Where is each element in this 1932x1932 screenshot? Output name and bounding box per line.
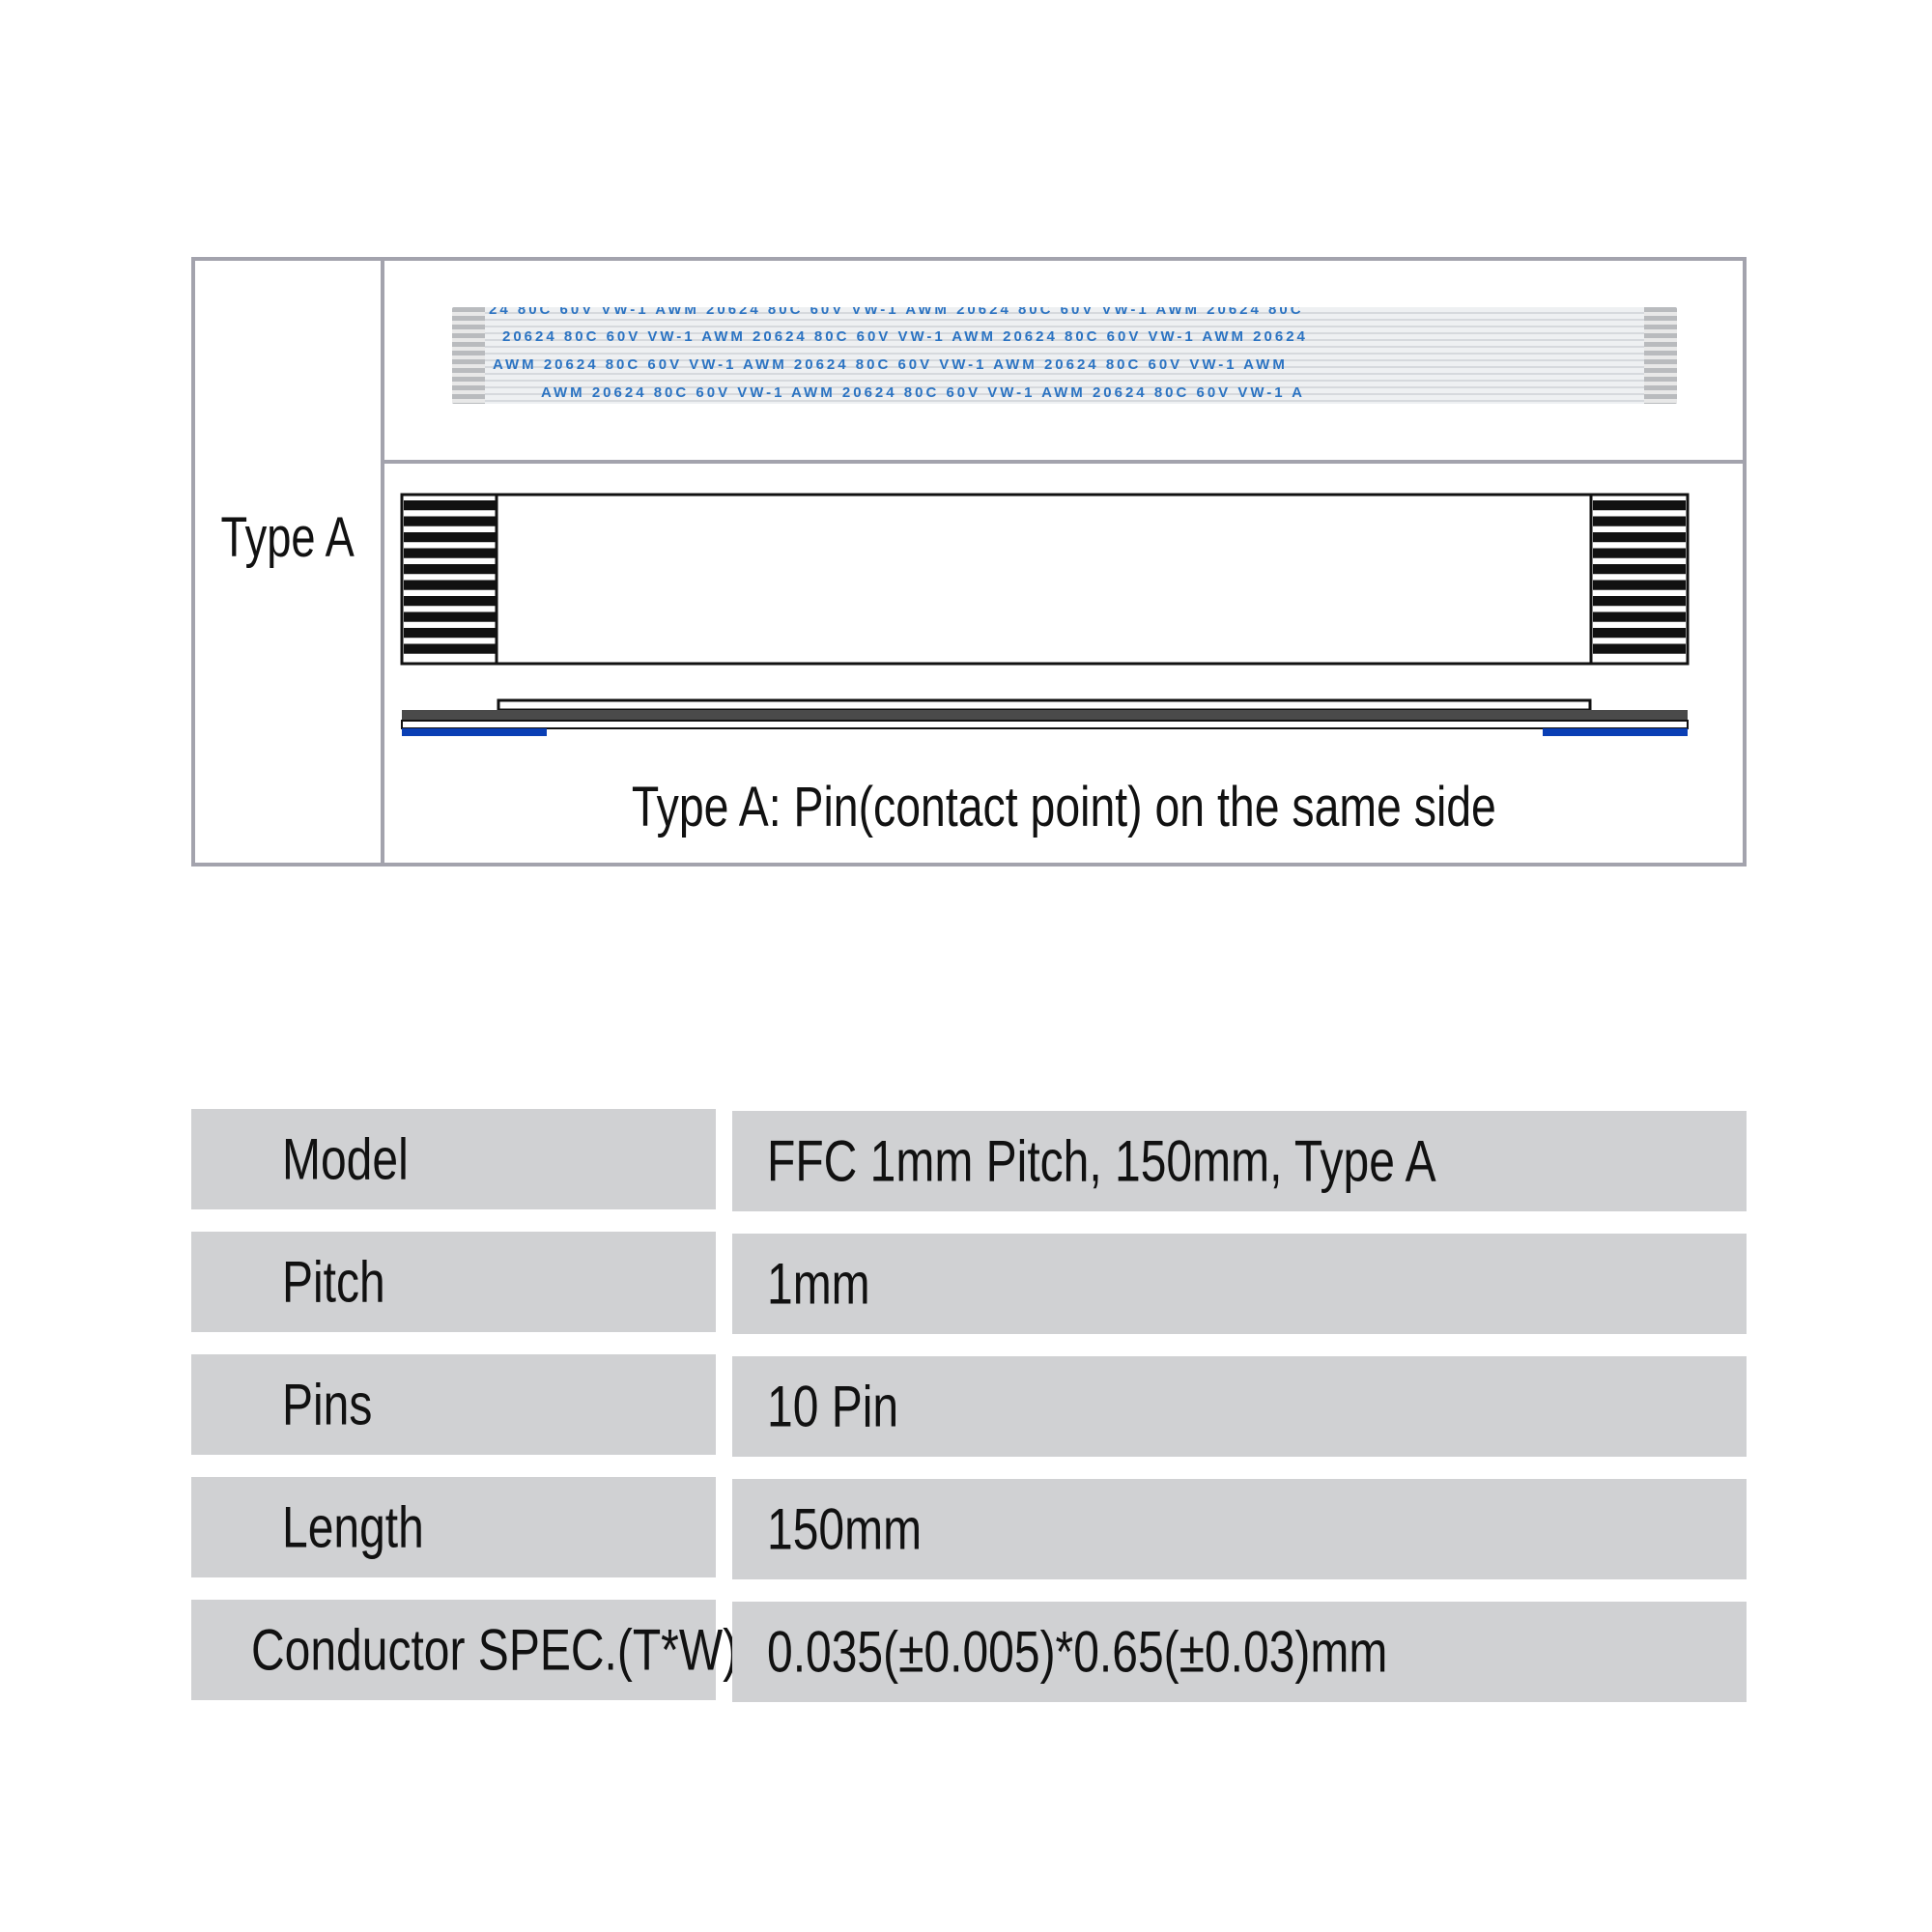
contact-strip bbox=[1593, 611, 1686, 622]
cable-print-row: 20624 80C 60V VW-1 AWM 20624 80C 60V VW-… bbox=[502, 328, 1308, 345]
spec-value: 10 Pin bbox=[767, 1374, 899, 1439]
contact-strip bbox=[404, 596, 497, 607]
cable-outline bbox=[400, 493, 1690, 666]
spec-label-cell: Pitch bbox=[191, 1232, 716, 1332]
spec-label-cell: Pins bbox=[191, 1354, 716, 1455]
contact-strip bbox=[1593, 516, 1686, 526]
spec-value: FFC 1mm Pitch, 150mm, Type A bbox=[767, 1128, 1436, 1194]
side-conductor-layer bbox=[402, 710, 1688, 721]
contact-strip bbox=[1593, 596, 1686, 607]
stiffener-right bbox=[1543, 728, 1688, 736]
spec-row-conductor-spec: Conductor SPEC.(T*W) 0.035(±0.005)*0.65(… bbox=[191, 1600, 1747, 1702]
spec-row-model: Model FFC 1mm Pitch, 150mm, Type A bbox=[191, 1109, 1747, 1211]
spec-row-pitch: Pitch 1mm bbox=[191, 1232, 1747, 1334]
cable-photo-cell: 24 80C 60V VW-1 AWM 20624 80C 60V VW-1 A… bbox=[384, 261, 1743, 464]
contact-strip bbox=[1593, 628, 1686, 639]
spec-label: Length bbox=[282, 1494, 424, 1560]
contact-strip bbox=[404, 611, 497, 622]
cable-photo: 24 80C 60V VW-1 AWM 20624 80C 60V VW-1 A… bbox=[452, 307, 1677, 404]
spec-value: 150mm bbox=[767, 1496, 923, 1562]
spec-row-length: Length 150mm bbox=[191, 1477, 1747, 1579]
cable-pins-left bbox=[452, 307, 485, 404]
spec-label: Pins bbox=[282, 1372, 373, 1437]
spec-label-cell: Length bbox=[191, 1477, 716, 1577]
cable-print-row: AWM 20624 80C 60V VW-1 AWM 20624 80C 60V… bbox=[541, 384, 1306, 401]
type-label: Type A bbox=[220, 506, 355, 569]
contacts-right bbox=[1593, 500, 1686, 654]
spec-value-cell: 1mm bbox=[732, 1234, 1747, 1334]
cable-print-row: AWM 20624 80C 60V VW-1 AWM 20624 80C 60V… bbox=[493, 356, 1288, 373]
contact-strip bbox=[404, 628, 497, 639]
contact-strip bbox=[404, 500, 497, 511]
cable-top-view bbox=[400, 493, 1690, 666]
contacts-left bbox=[404, 500, 497, 654]
side-insulation-top bbox=[497, 698, 1592, 712]
cable-top-view-drawing bbox=[400, 493, 1690, 736]
spec-value-cell: 150mm bbox=[732, 1479, 1747, 1579]
spec-label: Model bbox=[282, 1126, 409, 1192]
spec-row-pins: Pins 10 Pin bbox=[191, 1354, 1747, 1457]
spec-value-cell: 0.035(±0.005)*0.65(±0.03)mm bbox=[732, 1602, 1747, 1702]
side-insulation-bottom bbox=[401, 720, 1689, 729]
diagram-frame: Type A 24 80C 60V VW-1 AWM 20624 80C 60V… bbox=[191, 257, 1747, 867]
contact-strip bbox=[1593, 548, 1686, 558]
spec-value: 0.035(±0.005)*0.65(±0.03)mm bbox=[767, 1619, 1388, 1685]
spec-value-cell: FFC 1mm Pitch, 150mm, Type A bbox=[732, 1111, 1747, 1211]
spec-label-cell: Model bbox=[191, 1109, 716, 1209]
spec-label: Pitch bbox=[282, 1249, 385, 1315]
contact-strip bbox=[404, 532, 497, 543]
contact-strip bbox=[404, 580, 497, 590]
spec-label-cell: Conductor SPEC.(T*W) bbox=[191, 1600, 738, 1700]
caption-text: Type A: Pin(contact point) on the same s… bbox=[631, 776, 1496, 838]
contact-strip bbox=[404, 564, 497, 575]
diagram-caption: Type A: Pin(contact point) on the same s… bbox=[384, 775, 1743, 839]
contact-strip bbox=[1593, 500, 1686, 511]
contact-strip bbox=[404, 516, 497, 526]
stiffener-left bbox=[402, 728, 547, 736]
contact-strip bbox=[1593, 532, 1686, 543]
spec-value-cell: 10 Pin bbox=[732, 1356, 1747, 1457]
cable-side-view bbox=[401, 698, 1689, 736]
spec-label: Conductor SPEC.(T*W) bbox=[251, 1617, 739, 1683]
contact-strip bbox=[1593, 564, 1686, 575]
type-cell: Type A bbox=[195, 261, 384, 863]
drawing-cell: Type A: Pin(contact point) on the same s… bbox=[384, 464, 1743, 863]
contact-strip bbox=[1593, 580, 1686, 590]
cable-print-row: 24 80C 60V VW-1 AWM 20624 80C 60V VW-1 A… bbox=[489, 307, 1304, 318]
spec-value: 1mm bbox=[767, 1251, 870, 1317]
contact-strip bbox=[404, 548, 497, 558]
cable-pins-right bbox=[1644, 307, 1677, 404]
contact-strip bbox=[1593, 643, 1686, 654]
contact-strip bbox=[404, 643, 497, 654]
